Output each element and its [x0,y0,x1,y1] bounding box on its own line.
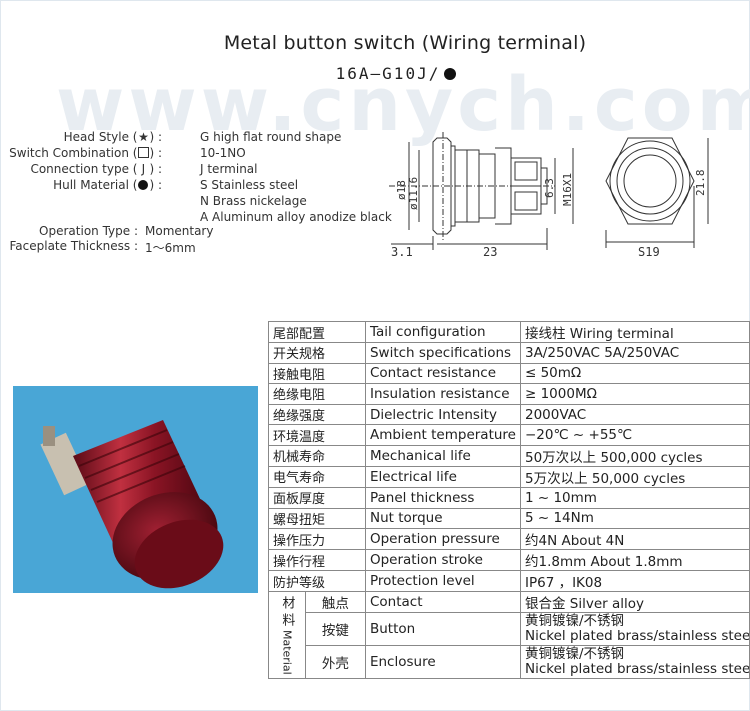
model-code-text: 16A—G10J/ [335,64,441,83]
row-value: 2000VAC [519,403,750,426]
dim-front-0: 21.8 [694,170,707,197]
row-label-cn: 操作压力 [268,528,366,551]
material-label-cn: 触点 [304,591,366,614]
row-value: −20℃ ~ +55℃ [519,424,750,446]
row-label-en: Electrical life [364,465,521,488]
row-label-en: Contact resistance [364,362,521,385]
row-label-en: Dielectric Intensity [364,403,521,426]
material-label-cn: 外壳 [304,645,366,680]
dim-side-1: ø11.6 [407,177,420,210]
dim-side-5: 23 [483,245,497,258]
row-label-en: Ambient temperature [364,424,521,446]
row-value: 约1.8mm About 1.8mm [519,549,750,572]
filled-circle-icon [138,180,149,190]
row-label-en: Operation pressure [364,528,521,551]
row-label-en: Protection level [364,570,521,593]
dim-side-4: 3.1 [391,245,413,258]
star-icon: ★ [138,130,149,144]
row-label-cn: 绝缘电阻 [268,383,366,405]
row-value: ≤ 50mΩ [519,362,750,385]
front-view-drawing: 21.8 S19 [605,137,709,259]
model-code: 16A—G10J/ [0,64,750,83]
row-label-cn: 机械寿命 [268,444,366,467]
watermark: www.cnych.com [56,62,750,148]
page-title: Metal button switch (Wiring terminal) [223,32,587,54]
row-value: 1 ~ 10mm [519,486,750,509]
row-value: 约4N About 4N [519,528,750,551]
row-value: 50万次以上 500,000 cycles [519,444,750,467]
row-label-cn: 尾部配置 [268,321,366,343]
faceplate-thickness-value: 1～6mm [145,241,196,255]
row-value: 5 ~ 14Nm [519,507,750,530]
row-label-cn: 电气寿命 [268,465,366,488]
hull-material-dot-icon [444,68,457,80]
row-label-cn: 防护等级 [268,570,366,593]
row-label-en: Nut torque [364,507,521,530]
dim-side-0: ø18 [395,180,408,200]
row-label-en: Mechanical life [364,444,521,467]
row-label-en: Insulation resistance [364,383,521,405]
hull-material-value-n: N Brass nickelage [200,194,307,208]
side-view-drawing: ø18 ø11.6 6.3 M16X1 3.1 23 [389,132,574,258]
row-label-cn: 面板厚度 [268,486,366,509]
row-label-cn: 开关规格 [268,342,366,364]
row-label-en: Operation stroke [364,549,521,572]
row-label-en: Tail configuration [364,321,521,343]
hull-material-value-a: A Aluminum alloy anodize black [200,210,392,224]
head-style-value: G high flat round shape [200,130,342,144]
row-label-en: Switch specifications [364,342,521,364]
row-value: 接线柱 Wiring terminal [519,321,750,343]
hull-material-value-s: S Stainless steel [200,178,299,192]
material-label-en: Button [364,612,521,647]
dim-side-3: M16X1 [561,173,574,206]
row-value: 5万次以上 50,000 cycles [519,465,750,488]
row-label-cn: 接触电阻 [268,362,366,385]
switch-combination-value: 10-1NO [200,146,246,160]
row-label-cn: 绝缘强度 [268,403,366,426]
material-label-cn: 按键 [304,612,366,647]
dim-side-2: 6.3 [543,178,556,198]
product-photo [13,386,258,593]
row-label-en: Panel thickness [364,486,521,509]
row-label-cn: 螺母扭矩 [268,507,366,530]
row-value: 3A/250VAC 5A/250VAC [519,342,750,364]
square-icon [137,147,149,158]
material-label-en: Enclosure [364,645,521,680]
connection-type-value: J terminal [200,162,258,176]
material-label-en: Contact [364,591,521,614]
material-value: 银合金 Silver alloy [519,591,750,614]
row-label-cn: 操作行程 [268,549,366,572]
dim-front-1: S19 [638,245,660,259]
row-label-cn: 环境温度 [268,424,366,446]
push-button-image [13,386,258,593]
row-value: IP67 ，IK08 [519,570,750,593]
row-value: ≥ 1000MΩ [519,383,750,405]
operation-type-value: Momentary [145,224,214,238]
